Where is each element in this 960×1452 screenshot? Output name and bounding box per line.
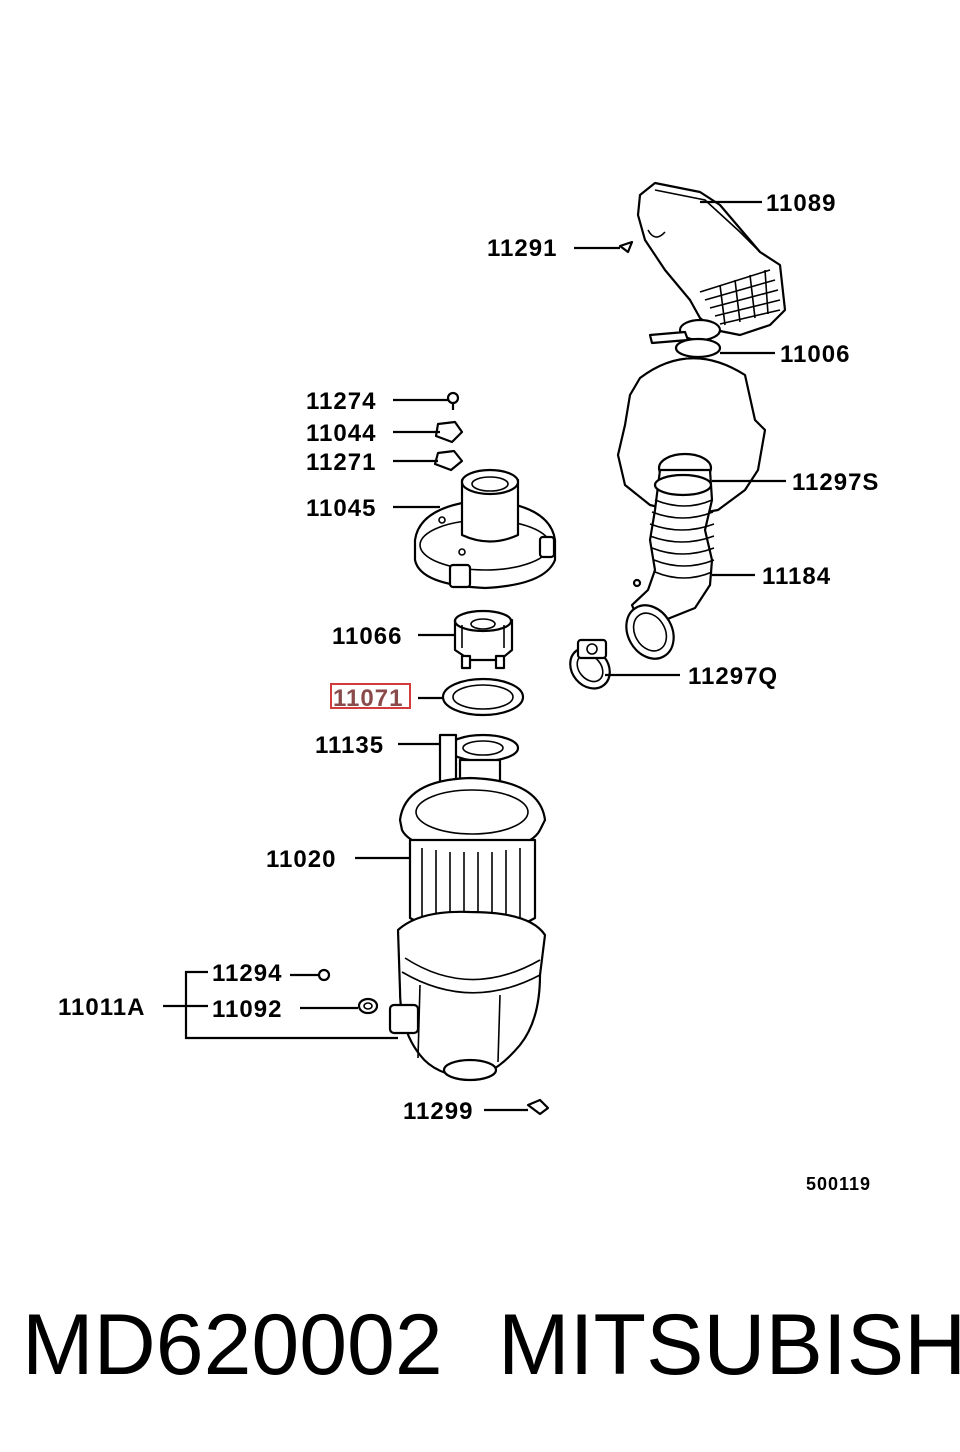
leader-lines xyxy=(163,200,786,1112)
parts-diagram: 11089 11291 11006 11274 11044 11271 1129… xyxy=(58,181,879,1194)
bracket-11271 xyxy=(433,449,464,472)
label-11271: 11271 xyxy=(306,449,376,476)
label-11291: 11291 xyxy=(487,235,557,262)
label-11066: 11066 xyxy=(332,623,402,650)
air-cleaner-case xyxy=(388,910,547,1082)
label-11294: 11294 xyxy=(212,960,282,987)
air-intake-duct xyxy=(636,181,787,337)
grommet-11092 xyxy=(357,997,379,1015)
highlight-box xyxy=(330,683,411,709)
label-11006: 11006 xyxy=(780,341,850,368)
label-11044: 11044 xyxy=(306,420,376,447)
label-11297q: 11297Q xyxy=(688,663,778,690)
label-11274: 11274 xyxy=(306,388,376,415)
bolt-11274 xyxy=(446,391,460,410)
label-11045: 11045 xyxy=(306,495,376,522)
part-labels: 11089 11291 11006 11274 11044 11271 1129… xyxy=(58,190,879,1194)
air-hose xyxy=(625,452,715,660)
label-11020: 11020 xyxy=(266,846,336,873)
label-11092: 11092 xyxy=(212,996,282,1023)
bracket-11044 xyxy=(434,420,464,444)
gasket-ring-11071 xyxy=(441,677,525,717)
footer: MD620002 MITSUBISHI xyxy=(0,1290,960,1400)
resonator-housing xyxy=(616,318,767,517)
screw-11299 xyxy=(526,1098,550,1116)
filter-element-cap xyxy=(453,609,514,670)
figure-code: 500119 xyxy=(806,1174,871,1194)
air-cleaner-cover xyxy=(413,468,557,590)
part-number: MD620002 xyxy=(22,1297,443,1393)
label-11299: 11299 xyxy=(403,1098,473,1125)
screw-11291 xyxy=(618,240,634,254)
label-11071[interactable]: 11071 xyxy=(333,685,403,712)
plug-11294 xyxy=(317,968,331,982)
label-11184: 11184 xyxy=(762,563,831,590)
label-11089: 11089 xyxy=(766,190,836,217)
label-11011a: 11011A xyxy=(58,994,145,1021)
label-11135: 11135 xyxy=(315,732,384,759)
brand-name: MITSUBISHI xyxy=(498,1297,960,1393)
hose-clamp-11297q xyxy=(569,638,611,690)
label-11297s: 11297S xyxy=(792,469,879,496)
